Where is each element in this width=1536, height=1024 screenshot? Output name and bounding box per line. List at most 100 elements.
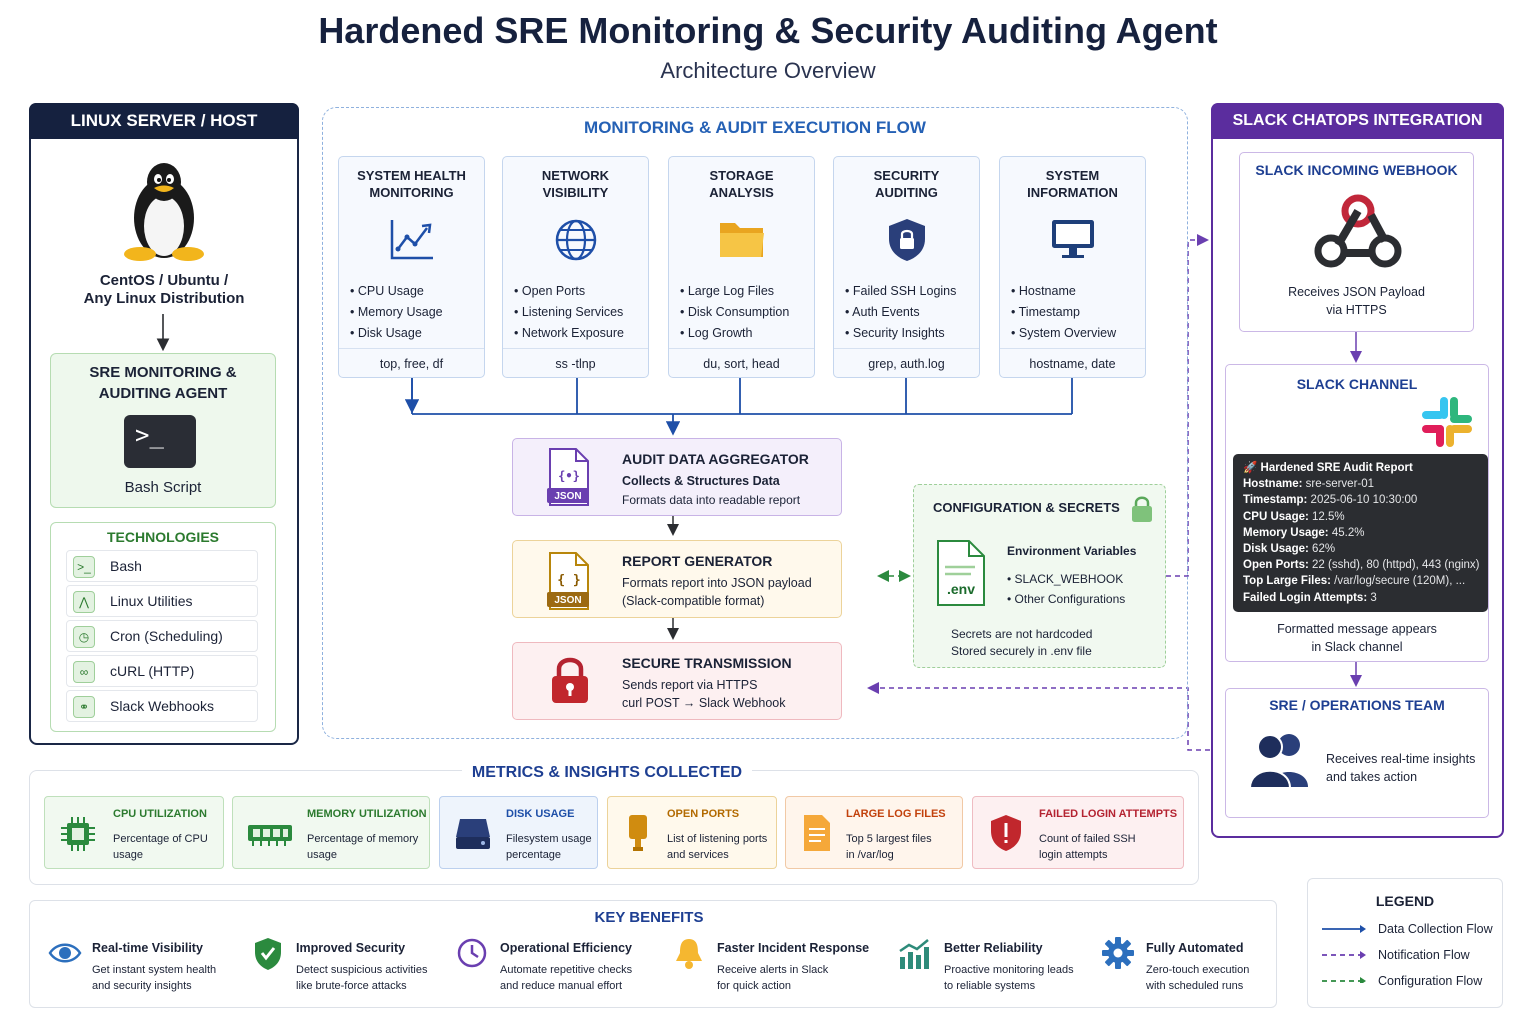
monitor-icon [1000, 217, 1145, 265]
metric-title: LARGE LOG FILES [846, 808, 946, 820]
agent-title-line2: AUDITING AGENT [98, 385, 228, 402]
agent-title: SRE MONITORING & AUDITING AGENT [50, 362, 276, 404]
tech-item: ⋀ Linux Utilities [66, 585, 258, 617]
tech-item: ∞cURL (HTTP) [66, 655, 258, 687]
config-title: CONFIGURATION & SECRETS [933, 500, 1120, 515]
metric-title: MEMORY UTILIZATION [307, 808, 427, 820]
module-items: • CPU Usage• Memory Usage• Disk Usage [350, 284, 443, 340]
gear-icon [1102, 937, 1134, 969]
metric-title: FAILED LOGIN ATTEMPTS [1039, 808, 1178, 820]
folder-icon [669, 217, 814, 265]
slack-integration-title: SLACK CHATOPS INTEGRATION [1211, 103, 1504, 139]
svg-text:{•}: {•} [558, 469, 580, 483]
os-label: CentOS / Ubuntu / Any Linux Distribution [60, 272, 268, 308]
module-items: • Large Log Files• Disk Consumption• Log… [680, 284, 790, 340]
technologies-title: TECHNOLOGIES [106, 529, 219, 545]
memory-module-icon [248, 825, 292, 846]
stage-subtitle: Collects & Structures Data [622, 474, 780, 488]
configuration-secrets: CONFIGURATION & SECRETS .env Environment… [913, 484, 1166, 668]
agent-title-line1: SRE MONITORING & [89, 364, 237, 381]
secure-transmission: SECURE TRANSMISSION Sends report via HTT… [512, 642, 842, 720]
collection-flow-lines [404, 378, 1073, 436]
technologies-card [50, 522, 276, 732]
globe-icon [503, 217, 648, 265]
page-subtitle: Architecture Overview [660, 58, 876, 83]
clock-icon [457, 938, 487, 968]
shield-lock-icon [834, 217, 979, 265]
tech-label: Slack Webhooks [110, 698, 215, 714]
message-row: Timestamp: 2025-06-10 10:30:00 [1243, 494, 1418, 507]
os-label-line1: CentOS / Ubuntu / [99, 272, 229, 289]
metric-title: CPU UTILIZATION [113, 808, 207, 820]
module-items: • Hostname• Timestamp• System Overview [1011, 284, 1117, 340]
legend-label: Notification Flow [1378, 948, 1470, 962]
padlock-icon [552, 657, 588, 703]
module-command: du, sort, head [669, 348, 814, 371]
legend-swatches [1322, 925, 1366, 983]
stage-title: REPORT GENERATOR [622, 553, 773, 569]
module-command: hostname, date [1000, 348, 1145, 371]
lock-icon [1132, 496, 1152, 522]
report-generator: { } JSON REPORT GENERATOR Formats report… [512, 540, 842, 618]
stage-subtitle: Formats report into JSON payload [622, 576, 812, 590]
svg-text:{ }: { } [557, 573, 580, 588]
module-command: ss -tlnp [503, 348, 648, 371]
env-vars-title: Environment Variables [1007, 544, 1137, 558]
stage-subtitle: Sends report via HTTPS [622, 678, 758, 692]
team-title: SRE / OPERATIONS TEAM [1269, 697, 1445, 713]
port-plug-icon [629, 815, 647, 851]
stage-description: Formats data into readable report [622, 493, 801, 507]
webhook-title: SLACK INCOMING WEBHOOK [1255, 162, 1458, 178]
benefit-title: Improved Security [296, 941, 406, 955]
line-chart-icon [339, 217, 484, 265]
legend-title: LEGEND [1375, 893, 1435, 909]
message-row: Memory Usage: 45.2% [1243, 526, 1365, 539]
webhook-small-icon: ⚭ [73, 696, 95, 718]
stage-title: SECURE TRANSMISSION [622, 655, 792, 671]
module-items: • Failed SSH Logins• Auth Events• Securi… [845, 284, 957, 340]
terminal-small-icon: >_ [73, 556, 95, 578]
benefit-title: Better Reliability [944, 941, 1043, 955]
env-file-icon: .env [937, 540, 985, 606]
linux-small-icon: ⋀ [73, 591, 95, 613]
metric-title: OPEN PORTS [667, 808, 740, 820]
tech-label: cURL (HTTP) [110, 663, 195, 679]
slack-webhook-card: SLACK INCOMING WEBHOOK Receives JSON Pay… [1239, 152, 1474, 332]
tech-label: Linux Utilities [110, 593, 193, 609]
stage-description: (Slack-compatible format) [622, 594, 765, 608]
message-row: Failed Login Attempts: 3 [1243, 591, 1377, 604]
legend-label: Configuration Flow [1378, 974, 1483, 988]
benefits-section [29, 900, 1277, 1008]
terminal-icon: >_ [124, 415, 196, 468]
tech-item: ⚭ Slack Webhooks [66, 690, 258, 722]
cpu-chip-icon [61, 817, 95, 851]
svg-text:JSON: JSON [554, 595, 581, 606]
benefit-title: Operational Efficiency [500, 941, 632, 955]
metric-failed-logins: FAILED LOGIN ATTEMPTS Count of failed SS… [972, 796, 1184, 869]
json-file-icon: { } JSON [547, 552, 589, 610]
stage-description: curl POST → Slack Webhook [622, 696, 786, 710]
shield-alert-icon [991, 815, 1021, 851]
tech-label: Bash [110, 558, 142, 574]
execution-flow-title: MONITORING & AUDIT EXECUTION FLOW [584, 118, 926, 137]
module-command: grep, auth.log [834, 348, 979, 371]
benefit-title: Real-time Visibility [92, 941, 203, 955]
metric-title: DISK USAGE [506, 808, 575, 820]
tux-penguin-icon [124, 163, 204, 261]
